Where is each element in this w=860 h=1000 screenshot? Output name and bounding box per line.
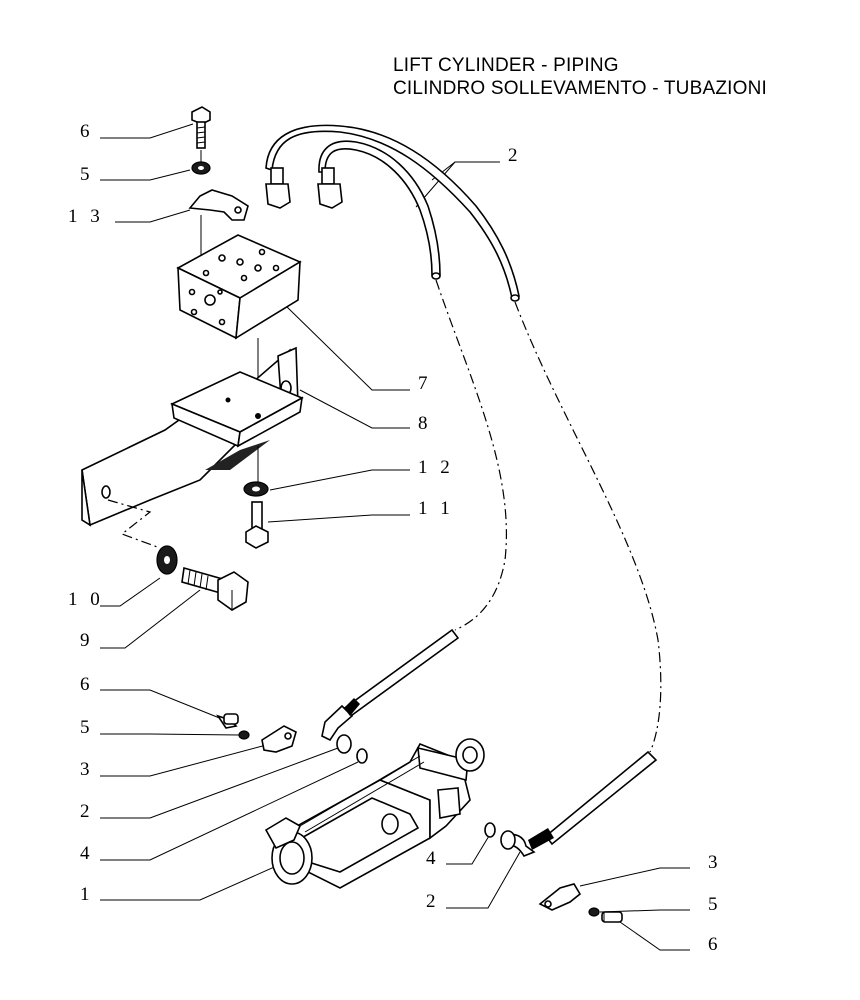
- callout-6-right: 6: [708, 934, 722, 955]
- screw-6-left: [216, 713, 239, 729]
- lift-cylinder-1: [264, 738, 485, 889]
- valve-block-7: [176, 234, 302, 340]
- hose-lower-left-2: [321, 628, 460, 754]
- washer-5-right: [588, 907, 600, 917]
- callout-10: 1 0: [68, 589, 104, 610]
- bolt-11: [245, 501, 269, 549]
- washer-12: [243, 481, 269, 497]
- callout-5-left: 5: [80, 717, 94, 738]
- clamp-3-left: [261, 725, 297, 753]
- callout-11: 1 1: [418, 498, 454, 519]
- diagram-title-italian: CILINDRO SOLLEVAMENTO - TUBAZIONI: [393, 78, 768, 99]
- diagram-title-english: LIFT CYLINDER - PIPING: [393, 55, 619, 76]
- leader-lines: [100, 123, 690, 951]
- hose-dashed-left: [435, 279, 507, 631]
- callout-1: 1: [80, 884, 94, 905]
- washer-5-top: [191, 161, 211, 175]
- callout-2-top: 2: [508, 145, 522, 166]
- hose-lower-right-2: [500, 750, 658, 857]
- screw-6-right: [601, 911, 623, 923]
- callout-2-right: 2: [426, 891, 440, 912]
- clamp-3-right: [538, 883, 582, 911]
- washer-5-left: [238, 730, 250, 740]
- callout-3-right: 3: [708, 852, 722, 873]
- bolt-9: [181, 566, 249, 611]
- callout-5-right: 5: [708, 894, 722, 915]
- hose-dashed-right: [514, 301, 662, 753]
- callout-3-left: 3: [80, 759, 94, 780]
- callout-12: 1 2: [418, 457, 454, 478]
- callout-4-right: 4: [426, 848, 440, 869]
- o-ring-4-right: [484, 822, 496, 838]
- callout-5-top: 5: [80, 164, 94, 185]
- callout-2-left: 2: [80, 801, 94, 822]
- callout-8: 8: [418, 413, 432, 434]
- callout-6-left: 6: [80, 674, 94, 695]
- callout-6-top: 6: [80, 121, 94, 142]
- callout-9: 9: [80, 630, 94, 651]
- callout-13: 1 3: [68, 206, 104, 227]
- bolt-6-top: [191, 106, 211, 149]
- washer-10: [156, 545, 178, 575]
- callout-4-left: 4: [80, 843, 94, 864]
- hoses-upper-2: [265, 124, 520, 302]
- o-ring-4-left: [356, 748, 368, 764]
- bracket-13: [188, 189, 249, 221]
- bracket-plate-8: [81, 346, 304, 527]
- callout-7: 7: [418, 373, 432, 394]
